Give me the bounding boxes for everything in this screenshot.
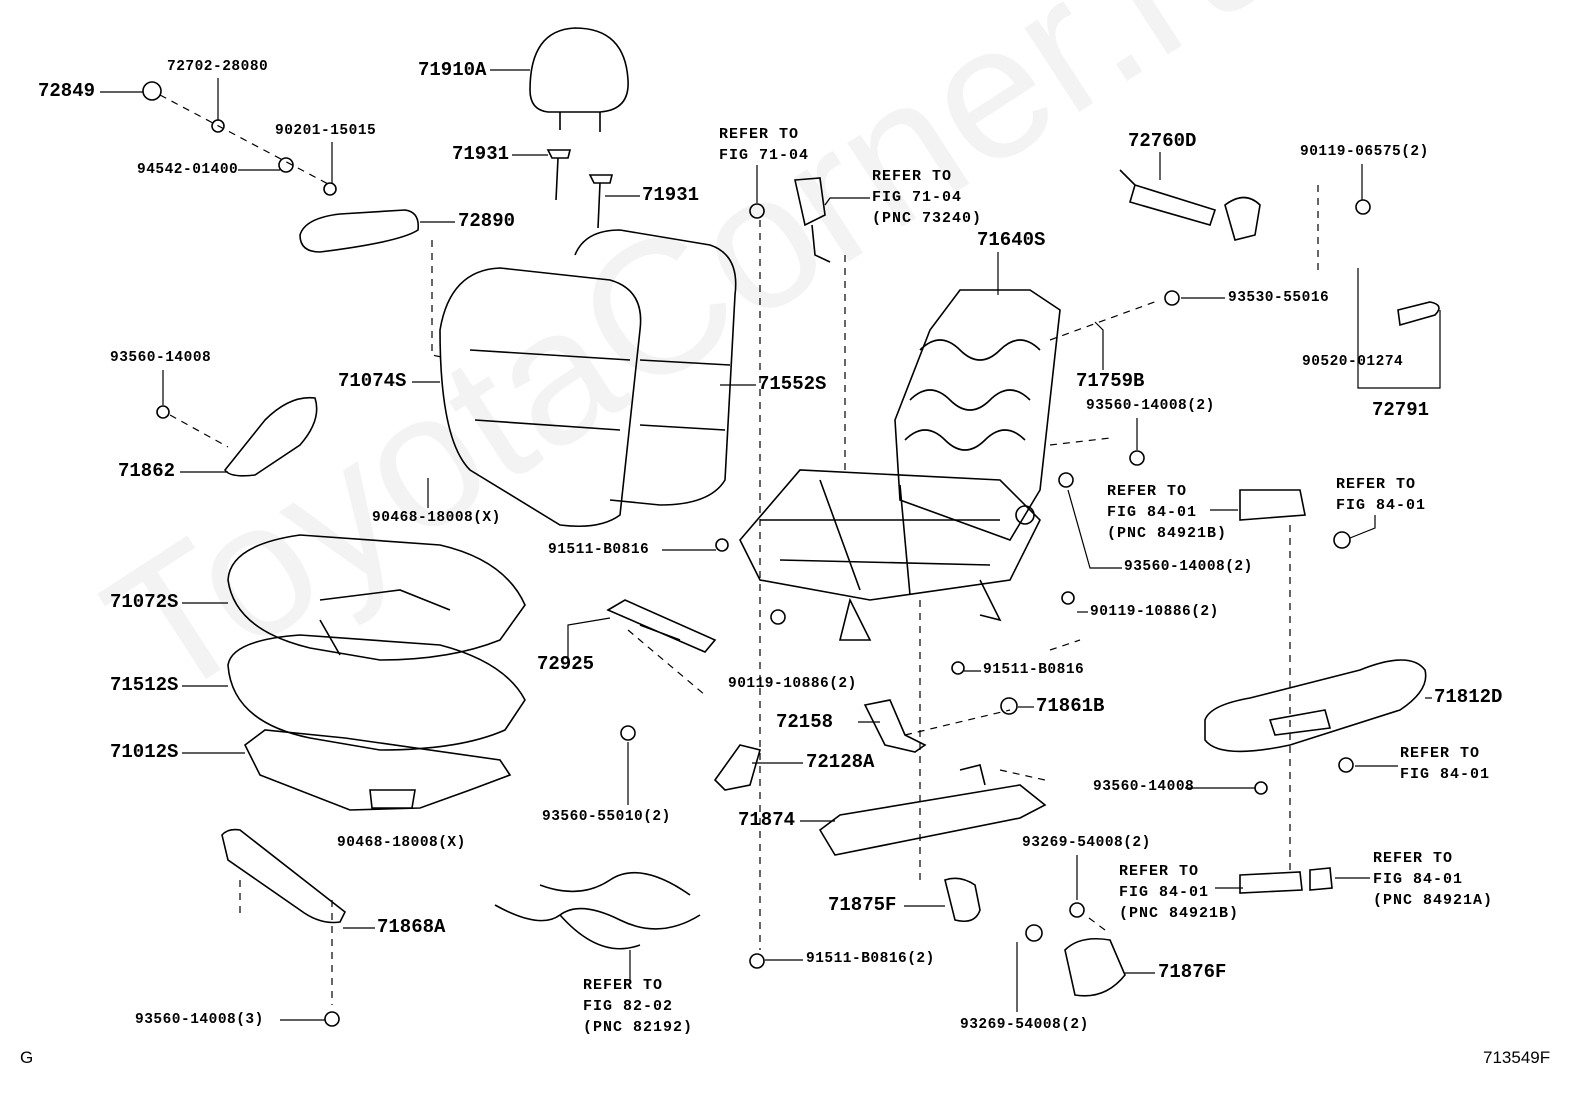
refer-line: REFER TO — [872, 168, 953, 185]
part-label[interactable]: 93269-54008(2) — [1022, 835, 1151, 851]
part-label[interactable]: 93560-14008 — [1093, 779, 1195, 795]
refer-line: REFER TO — [1336, 476, 1417, 493]
refer-line: FIG 84-01 — [1336, 497, 1427, 514]
part-label[interactable]: 90119-10886(2) — [1090, 604, 1219, 620]
part-label[interactable]: 90201-15015 — [275, 123, 377, 139]
refer-line: FIG 84-01 — [1119, 884, 1210, 901]
refer-note[interactable]: REFER TO FIG 82-02 (PNC 82192) — [583, 975, 693, 1038]
part-label[interactable]: 71074S — [338, 370, 407, 392]
dashed-lines — [159, 94, 1319, 1005]
part-label[interactable]: 71931 — [642, 184, 700, 206]
part-label[interactable]: 72791 — [1372, 399, 1430, 421]
part-label[interactable]: 94542-01400 — [137, 162, 239, 178]
refer-line: (PNC 84921B) — [1119, 905, 1240, 922]
part-label[interactable]: 72702-28080 — [167, 59, 269, 75]
refer-note[interactable]: REFER TO FIG 71-04 (PNC 73240) — [872, 166, 982, 229]
part-label[interactable]: 90468-18008(X) — [372, 510, 501, 526]
part-label[interactable]: 71072S — [110, 591, 179, 613]
refer-line: FIG 82-02 — [583, 998, 674, 1015]
part-label[interactable]: 71552S — [758, 373, 827, 395]
refer-line: REFER TO — [719, 126, 800, 143]
part-label[interactable]: 72890 — [458, 210, 516, 232]
part-label[interactable]: 72128A — [806, 751, 875, 773]
refer-line: FIG 84-01 — [1400, 766, 1491, 783]
refer-line: (PNC 73240) — [872, 210, 983, 227]
part-label[interactable]: 71874 — [738, 809, 796, 831]
refer-note[interactable]: REFER TO FIG 84-01 — [1400, 743, 1490, 785]
illustration-number: 713549F — [1483, 1048, 1551, 1067]
part-label[interactable]: 90468-18008(X) — [337, 835, 466, 851]
section-code: G — [20, 1048, 34, 1067]
part-label[interactable]: 71868A — [377, 916, 446, 938]
headrest-drawing — [529, 27, 629, 132]
part-label[interactable]: 93560-14008 — [110, 350, 212, 366]
part-label[interactable]: 72760D — [1128, 130, 1197, 152]
part-label[interactable]: 71512S — [110, 674, 179, 696]
part-label[interactable]: 71012S — [110, 741, 179, 763]
part-label[interactable]: 71861B — [1036, 695, 1105, 717]
part-label[interactable]: 93269-54008(2) — [960, 1017, 1089, 1033]
part-label[interactable]: 91511-B0816(2) — [806, 951, 935, 967]
part-label[interactable]: 71875F — [828, 894, 897, 916]
part-label[interactable]: 71931 — [452, 143, 510, 165]
leader-lines — [100, 69, 1441, 1021]
part-label[interactable]: 93560-14008(2) — [1086, 398, 1215, 414]
part-label[interactable]: 72849 — [38, 80, 96, 102]
part-label[interactable]: 93560-55010(2) — [542, 809, 671, 825]
part-label[interactable]: 71876F — [1158, 961, 1227, 983]
part-label[interactable]: 93560-14008(3) — [135, 1012, 264, 1028]
part-label[interactable]: 71640S — [977, 229, 1046, 251]
refer-note[interactable]: REFER TO FIG 84-01 — [1336, 474, 1426, 516]
refer-line: (PNC 84921B) — [1107, 525, 1228, 542]
part-label[interactable]: 90119-06575(2) — [1300, 144, 1429, 160]
refer-line: FIG 71-04 — [872, 189, 963, 206]
part-label[interactable]: 71812D — [1434, 686, 1503, 708]
part-label[interactable]: 72158 — [776, 711, 834, 733]
refer-line: REFER TO — [583, 977, 664, 994]
part-label[interactable]: 90520-01274 — [1302, 354, 1404, 370]
part-label[interactable]: 93560-14008(2) — [1124, 559, 1253, 575]
refer-line: (PNC 82192) — [583, 1019, 694, 1036]
refer-line: FIG 84-01 — [1373, 871, 1464, 888]
part-label[interactable]: 71862 — [118, 460, 176, 482]
refer-line: REFER TO — [1107, 483, 1188, 500]
refer-line: REFER TO — [1400, 745, 1481, 762]
refer-line: FIG 71-04 — [719, 147, 810, 164]
refer-note[interactable]: REFER TO FIG 71-04 — [719, 124, 809, 166]
part-label[interactable]: 93530-55016 — [1228, 290, 1330, 306]
part-label[interactable]: 90119-10886(2) — [728, 676, 857, 692]
refer-note[interactable]: REFER TO FIG 84-01 (PNC 84921A) — [1373, 848, 1493, 911]
refer-line: FIG 84-01 — [1107, 504, 1198, 521]
refer-note[interactable]: REFER TO FIG 84-01 (PNC 84921B) — [1107, 481, 1227, 544]
seat-frame-drawing — [739, 289, 1061, 641]
refer-line: REFER TO — [1119, 863, 1200, 880]
fastener-drawings — [142, 81, 1371, 1027]
part-label[interactable]: 71759B — [1076, 370, 1145, 392]
part-label[interactable]: 91511-B0816 — [983, 662, 1085, 678]
part-label[interactable]: 91511-B0816 — [548, 542, 650, 558]
refer-line: (PNC 84921A) — [1373, 892, 1494, 909]
refer-note[interactable]: REFER TO FIG 84-01 (PNC 84921B) — [1119, 861, 1239, 924]
part-label[interactable]: 72925 — [537, 653, 595, 675]
refer-line: REFER TO — [1373, 850, 1454, 867]
part-label[interactable]: 71910A — [418, 59, 487, 81]
